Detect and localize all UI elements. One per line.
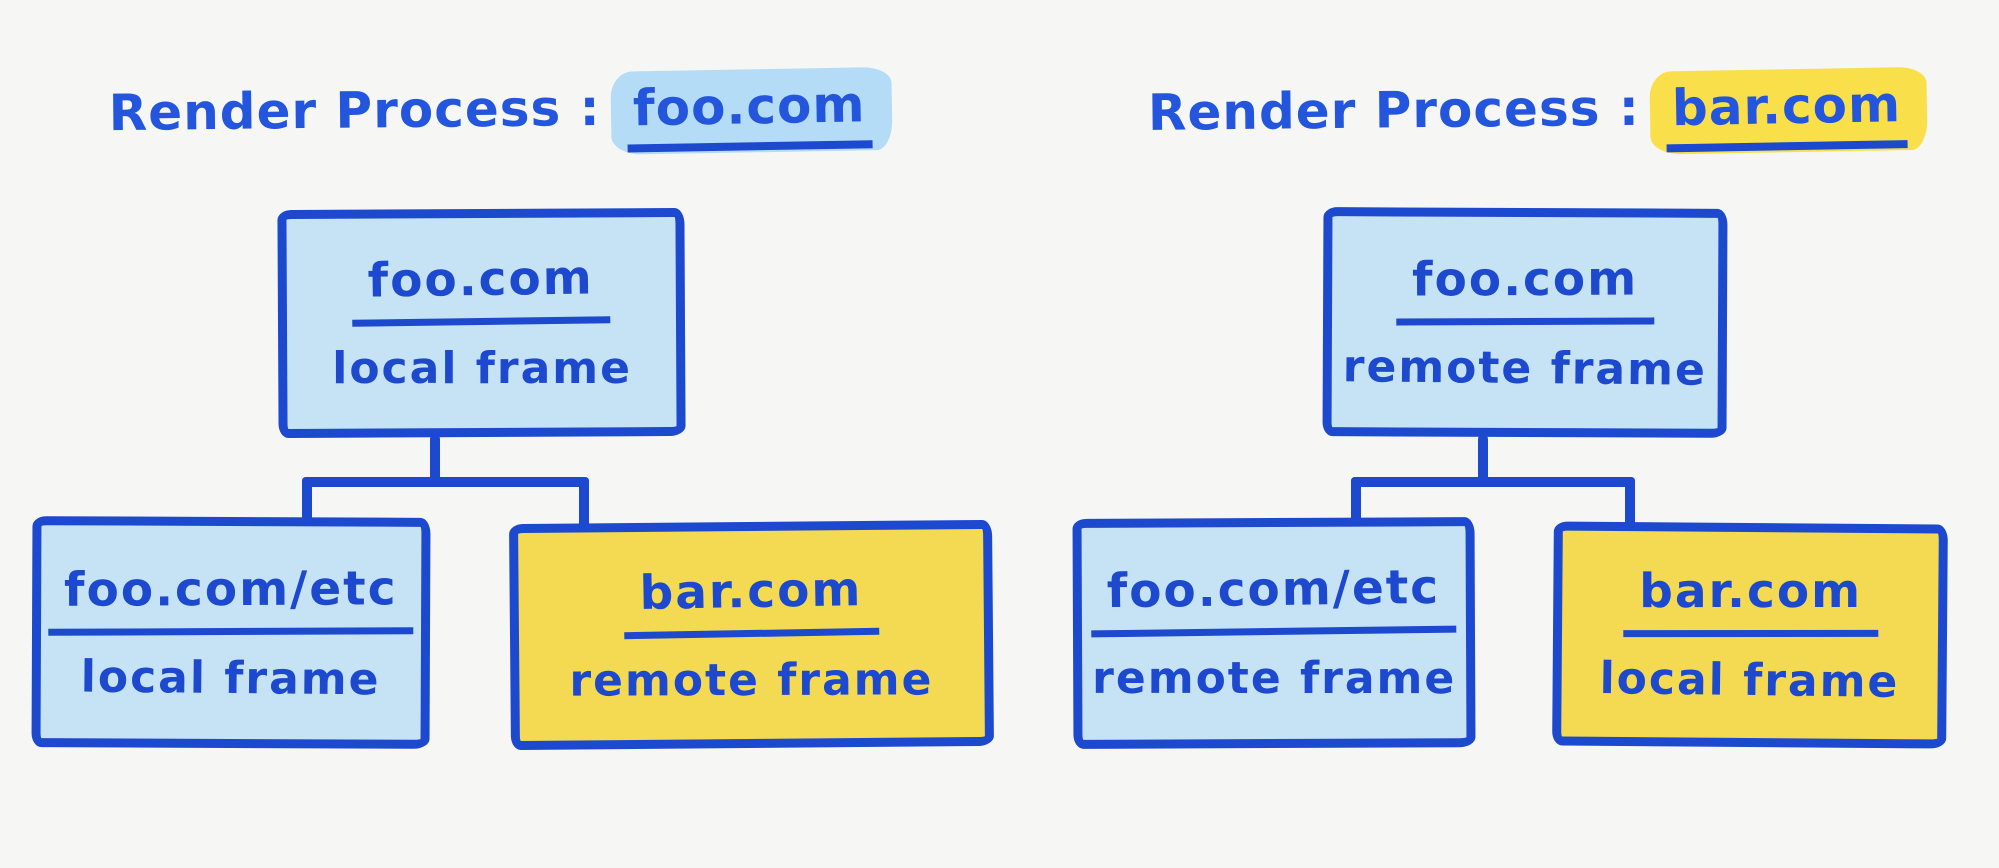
process-domain: bar.com <box>1665 75 1908 153</box>
frame-site-label: foo.com/etc <box>48 560 414 636</box>
process-title-prefix: Render Process : <box>1147 78 1641 142</box>
child-frame-box-left: foo.com/etc remote frame <box>1072 517 1476 749</box>
frame-type-label: local frame <box>80 651 381 705</box>
tree-connector-stem <box>430 435 440 485</box>
domain-highlight: bar.com <box>1649 66 1928 155</box>
frame-type-label: remote frame <box>1342 340 1708 396</box>
render-process-tree-bar: Render Process : bar.com foo.com remote f… <box>1040 0 1999 868</box>
frame-site-label: foo.com <box>351 250 611 327</box>
frame-site-label: foo.com <box>1395 250 1655 326</box>
frame-type-label: remote frame <box>569 654 935 707</box>
tree-connector-drop-left <box>1351 477 1361 525</box>
child-frame-box-left: foo.com/etc local frame <box>31 516 431 749</box>
root-frame-box: foo.com local frame <box>277 207 686 439</box>
frame-site-label: bar.com <box>623 561 880 640</box>
child-frame-box-right: bar.com local frame <box>1552 521 1948 749</box>
frame-type-label: local frame <box>331 342 632 394</box>
tree-connector-stem <box>1478 435 1488 485</box>
domain-highlight: foo.com <box>609 66 892 155</box>
tree-connector-bar <box>302 477 589 487</box>
frame-site-label: foo.com/etc <box>1090 559 1457 638</box>
frame-type-label: remote frame <box>1092 652 1457 705</box>
process-title: Render Process : bar.com <box>1040 66 1999 160</box>
child-frame-box-right: bar.com remote frame <box>509 519 994 751</box>
tree-connector-bar <box>1351 477 1635 487</box>
process-title-prefix: Render Process : <box>108 78 601 143</box>
frame-type-label: local frame <box>1599 653 1900 708</box>
root-frame-box: foo.com remote frame <box>1322 207 1728 438</box>
tree-connector-drop-right <box>579 477 589 530</box>
render-process-tree-foo: Render Process : foo.com foo.com local fr… <box>0 66 1000 751</box>
process-title: Render Process : foo.com <box>0 66 1000 160</box>
tree-connector-drop-right <box>1625 477 1635 530</box>
process-domain: foo.com <box>626 75 872 153</box>
tree-connector-drop-left <box>302 477 312 525</box>
frame-site-label: bar.com <box>1622 563 1878 638</box>
